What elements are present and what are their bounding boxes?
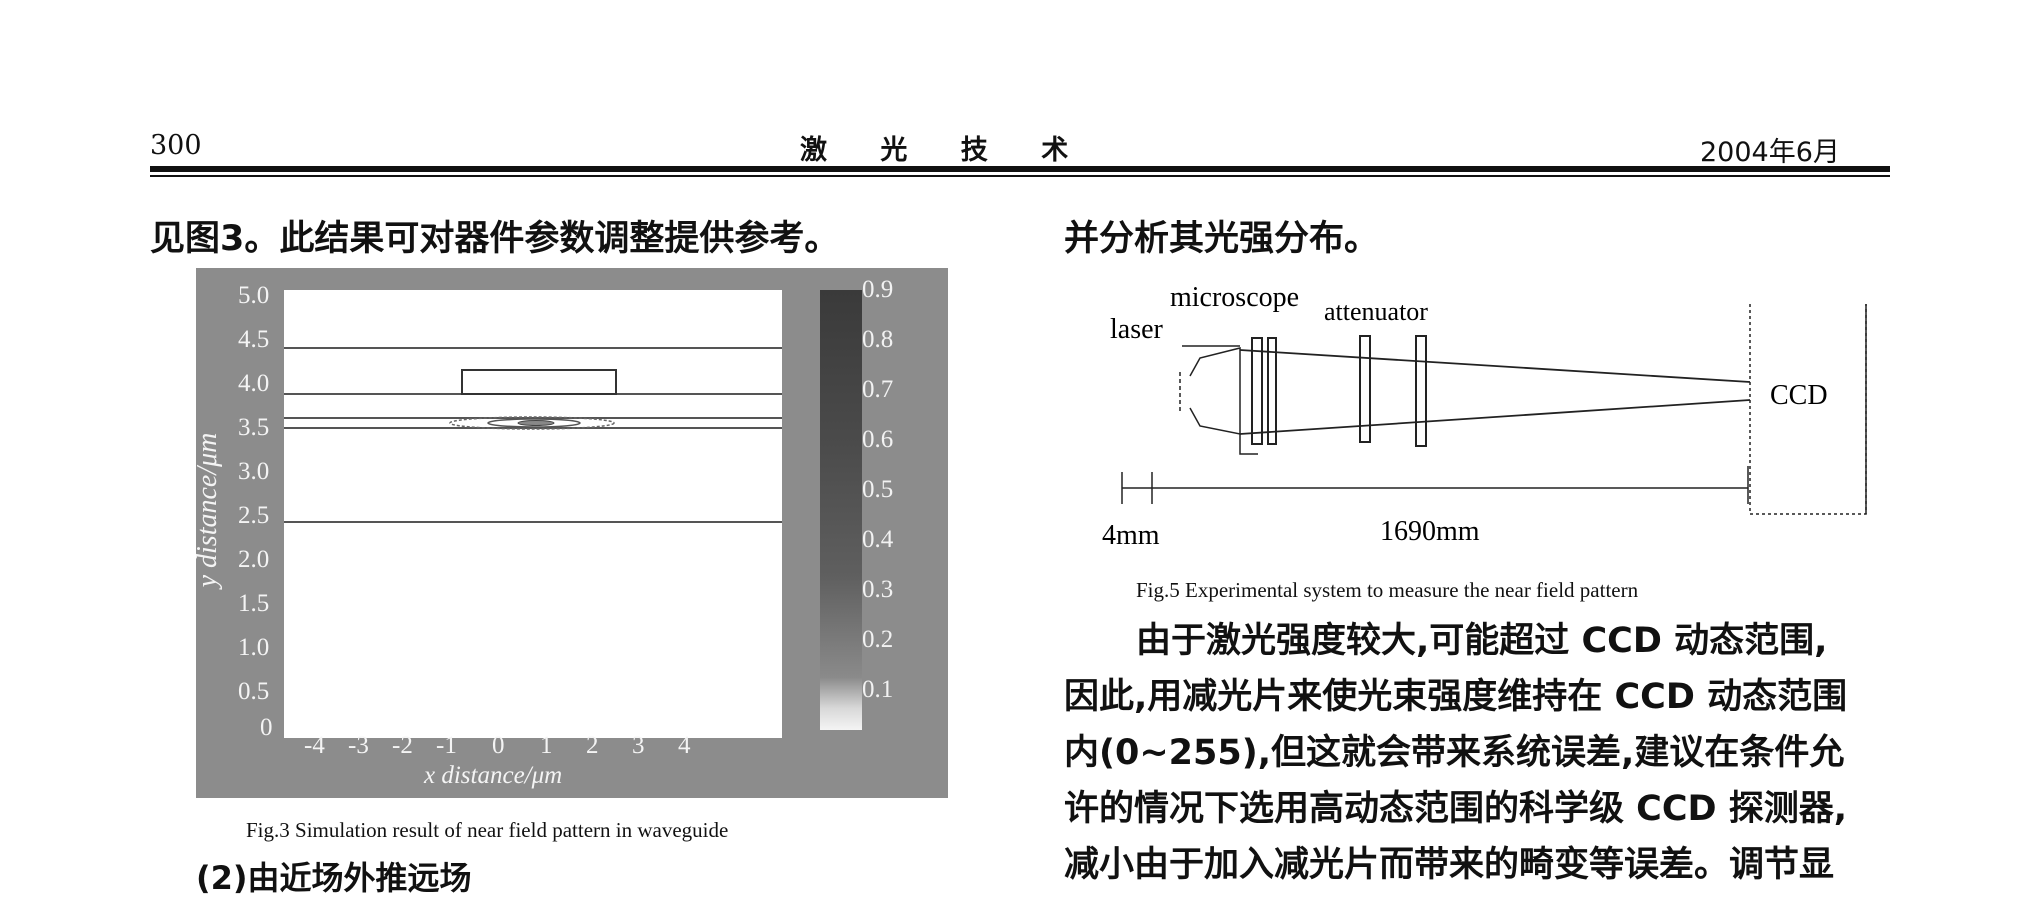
colorbar-tick: 0.5 bbox=[862, 476, 894, 503]
x-tick: 0 bbox=[492, 732, 505, 759]
x-axis-label: x distance/μm bbox=[424, 762, 563, 789]
colorbar-tick: 0.4 bbox=[862, 526, 894, 553]
label-microscope: microscope bbox=[1170, 282, 1299, 313]
left-top-line: 见图3。此结果可对器件参数调整提供参考。 bbox=[150, 219, 840, 259]
colorbar-tick: 0.8 bbox=[862, 326, 894, 353]
attenuator-plate bbox=[1415, 335, 1427, 447]
paragraph-line: 许的情况下选用高动态范围的科学级 CCD 探测器, bbox=[1064, 789, 1848, 829]
laser-body bbox=[1189, 347, 1241, 435]
x-tick: 2 bbox=[586, 732, 599, 759]
dim-distance: 1690mm bbox=[1380, 516, 1480, 547]
y-tick: 0.5 bbox=[238, 678, 270, 705]
fig3-plot-area bbox=[284, 290, 782, 738]
colorbar-tick: 0.3 bbox=[862, 576, 894, 603]
y-tick: 1.0 bbox=[238, 634, 270, 661]
y-tick: 3.0 bbox=[238, 458, 270, 485]
label-ccd: CCD bbox=[1770, 380, 1828, 411]
microscope-lens bbox=[1267, 337, 1277, 445]
ridge-rect bbox=[461, 369, 617, 395]
label-laser: laser bbox=[1110, 314, 1164, 345]
y-tick: 2.5 bbox=[238, 502, 270, 529]
beam-upper bbox=[1239, 349, 1751, 383]
page-number: 300 bbox=[150, 130, 202, 161]
field-contour bbox=[517, 420, 555, 426]
figure-5: microscope laser attenuator CCD 4mm 1690… bbox=[1102, 282, 1867, 551]
x-tick: -1 bbox=[436, 732, 457, 759]
paragraph-line: 因此,用减光片来使光束强度维持在 CCD 动态范围 bbox=[1064, 677, 1848, 717]
issue-date: 2004年6月 bbox=[1700, 137, 1840, 168]
x-tick: -4 bbox=[304, 732, 325, 759]
ccd-box bbox=[1749, 304, 1867, 515]
fig3-caption: Fig.3 Simulation result of near field pa… bbox=[246, 818, 729, 842]
colorbar-tick: 0.7 bbox=[862, 376, 894, 403]
header-rule-thick bbox=[150, 166, 1890, 172]
right-top-line: 并分析其光强分布。 bbox=[1064, 219, 1380, 259]
fig3-plot-svg bbox=[284, 347, 782, 523]
section-heading: (2)由近场外推远场 bbox=[196, 859, 472, 897]
laser-lower bbox=[1239, 434, 1258, 455]
x-tick: -3 bbox=[348, 732, 369, 759]
x-tick: 4 bbox=[678, 732, 691, 759]
paragraph-line: 内(0~255),但这就会带来系统误差,建议在条件允 bbox=[1064, 733, 1845, 773]
colorbar-tick: 0.1 bbox=[862, 676, 894, 703]
colorbar bbox=[820, 290, 862, 730]
y-tick: 3.5 bbox=[238, 414, 270, 441]
y-tick: 2.0 bbox=[238, 546, 270, 573]
field-contour bbox=[449, 416, 615, 430]
colorbar-tick: 0.9 bbox=[862, 276, 894, 303]
label-attenuator: attenuator bbox=[1324, 297, 1428, 326]
header-rule-thin bbox=[150, 175, 1890, 177]
fig5-caption: Fig.5 Experimental system to measure the… bbox=[1136, 578, 1639, 602]
beam-lower bbox=[1239, 399, 1751, 435]
colorbar-tick: 0.2 bbox=[862, 626, 894, 653]
attenuator-plate bbox=[1359, 335, 1371, 443]
dim-gap: 4mm bbox=[1102, 520, 1160, 551]
y-tick: 4.0 bbox=[238, 370, 270, 397]
journal-title: 激 光 技 术 bbox=[800, 135, 1091, 166]
field-contour bbox=[487, 418, 581, 428]
paragraph-line: 减小由于加入减光片而带来的畸变等误差。调节显 bbox=[1064, 845, 1835, 885]
x-tick: 3 bbox=[632, 732, 645, 759]
y-tick: 4.5 bbox=[238, 326, 270, 353]
y-tick: 0 bbox=[260, 714, 273, 741]
colorbar-tick: 0.6 bbox=[862, 426, 894, 453]
x-tick: 1 bbox=[540, 732, 553, 759]
microscope-lens bbox=[1251, 337, 1263, 445]
y-tick: 1.5 bbox=[238, 590, 270, 617]
figure-3: 5.0 4.5 4.0 3.5 3.0 2.5 2.0 1.5 1.0 0.5 … bbox=[192, 268, 948, 798]
y-axis-label: y distance/μm bbox=[192, 432, 223, 588]
x-tick: -2 bbox=[392, 732, 413, 759]
y-tick: 5.0 bbox=[238, 282, 270, 309]
paragraph-line: 由于激光强度较大,可能超过 CCD 动态范围, bbox=[1136, 621, 1828, 661]
